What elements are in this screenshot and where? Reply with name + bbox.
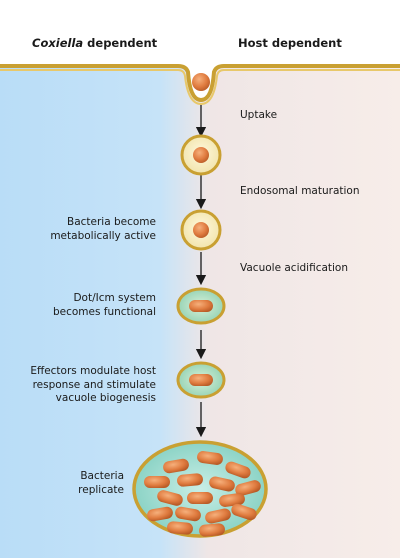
bacterium-rod: [177, 473, 203, 487]
bacterium-rod: [225, 461, 251, 479]
bacterium-rod: [235, 480, 261, 496]
acidified-vacuole: [176, 287, 226, 325]
bacterium-rod: [209, 476, 235, 492]
label-line: Effectors modulate host: [30, 365, 156, 377]
bacterium-rod: [167, 521, 193, 535]
expanding-vacuole: [176, 361, 226, 399]
bacterium-rod: [175, 506, 201, 522]
label-line: Bacteria: [80, 470, 124, 482]
bacterium-rod: [157, 490, 183, 506]
bacterium-rod: [231, 503, 257, 521]
early-endosome: [180, 134, 222, 176]
label-line: response and stimulate: [32, 378, 156, 391]
bacterium-rod: [144, 476, 170, 488]
label-line: Bacteria become: [66, 216, 156, 228]
label-line: Dot/Icm system: [73, 292, 156, 304]
plasma-membrane-inner: [0, 69, 400, 106]
bacterium-uptake: [192, 73, 210, 91]
label-line: vacuole biogenesis: [55, 392, 156, 404]
bacterium-rod: [197, 451, 223, 465]
label-line: metabolically active: [50, 229, 156, 242]
replicating-bacteria: [144, 451, 261, 537]
label-bacteria-replicate: Bacteria replicate: [0, 470, 124, 497]
bacterium-rod: [147, 506, 173, 522]
header-left-italic: Coxiella: [32, 36, 84, 50]
label-effectors: Effectors modulate host response and sti…: [0, 365, 156, 406]
bacterium-rod: [205, 508, 231, 524]
label-line: replicate: [78, 483, 124, 496]
header-host-dependent: Host dependent: [238, 36, 342, 50]
label-uptake: Uptake: [240, 109, 278, 121]
header-left-rest: dependent: [83, 36, 158, 50]
label-metabolically-active: Bacteria become metabolically active: [0, 216, 156, 243]
header-coxiella-dependent: Coxiella dependent: [32, 36, 157, 50]
replicative-vacuole: [132, 440, 268, 538]
label-dot-icm-functional: Dot/Icm system becomes functional: [0, 292, 156, 319]
label-line: becomes functional: [52, 305, 156, 318]
label-vacuole-acidification: Vacuole acidification: [240, 262, 349, 274]
bacterium-rod: [199, 523, 225, 537]
plasma-membrane: [0, 64, 400, 103]
bacterium-rod: [163, 458, 189, 474]
bacterium-rod: [187, 492, 213, 504]
bacterium-rod: [219, 493, 245, 507]
label-endosomal-maturation: Endosomal maturation: [240, 185, 360, 197]
late-endosome: [180, 209, 222, 251]
